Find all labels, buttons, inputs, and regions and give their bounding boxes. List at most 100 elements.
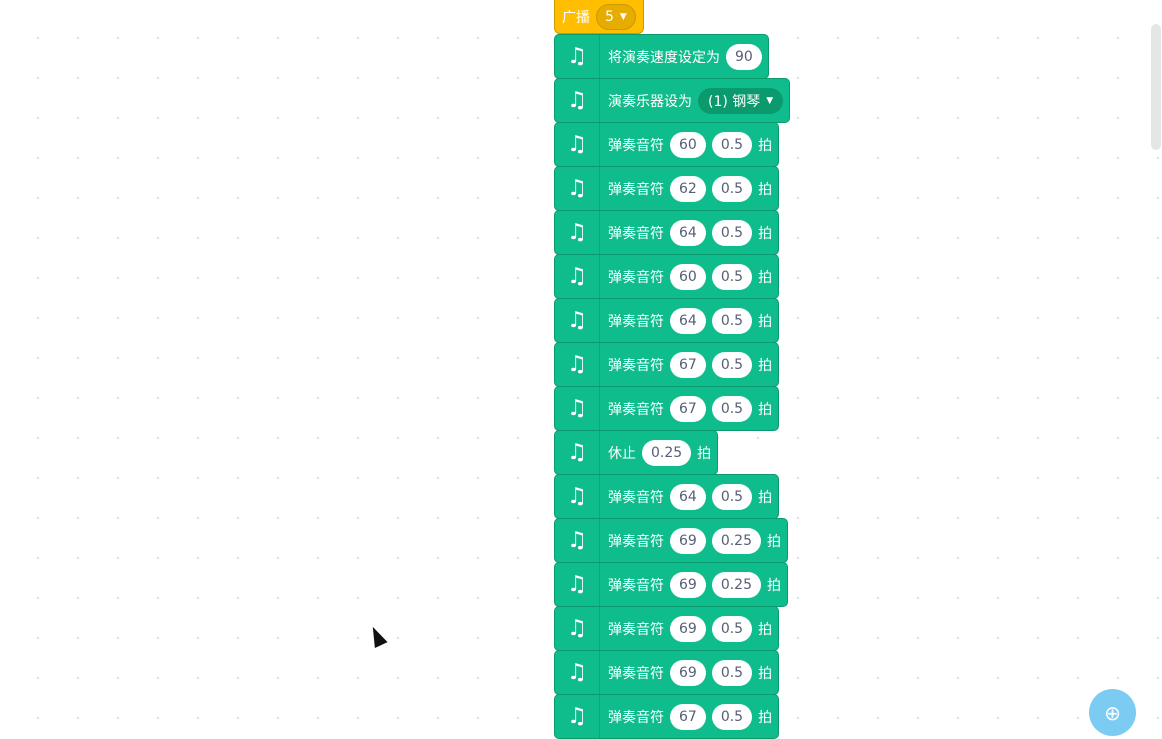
beats-unit-label: 拍 bbox=[758, 665, 773, 682]
music-notes-icon: ♫ bbox=[555, 123, 600, 166]
block-label: 弹奏音符 bbox=[608, 709, 664, 726]
beats-unit-label: 拍 bbox=[758, 489, 773, 506]
instrument-dropdown[interactable]: (1) 钢琴 ▼ bbox=[698, 87, 784, 114]
broadcast-message-value: 5 bbox=[605, 9, 614, 25]
block-label: 将演奏速度设定为 bbox=[608, 49, 720, 66]
block-label: 弹奏音符 bbox=[608, 489, 664, 506]
block-label: 演奏乐器设为 bbox=[608, 93, 692, 110]
tempo-input[interactable]: 90 bbox=[726, 43, 762, 70]
music-notes-icon: ♫ bbox=[555, 695, 600, 738]
note-input[interactable]: 60 bbox=[670, 131, 706, 158]
zoom-in-icon: ⊕ bbox=[1104, 700, 1121, 725]
beats-input[interactable]: 0.25 bbox=[711, 527, 761, 554]
music-notes-icon: ♫ bbox=[555, 35, 600, 78]
beats-input[interactable]: 0.25 bbox=[711, 571, 761, 598]
beats-unit-label: 拍 bbox=[758, 137, 773, 154]
tempo-block[interactable]: ♫ 将演奏速度设定为 90 bbox=[554, 34, 769, 79]
note-input[interactable]: 64 bbox=[670, 483, 706, 510]
note-input[interactable]: 69 bbox=[670, 571, 706, 598]
block-label: 弹奏音符 bbox=[608, 401, 664, 418]
note-input[interactable]: 60 bbox=[670, 263, 706, 290]
caret-down-icon: ▼ bbox=[619, 12, 627, 22]
beats-input[interactable]: 0.5 bbox=[711, 131, 753, 158]
music-notes-icon: ♫ bbox=[555, 299, 600, 342]
instrument-block[interactable]: ♫ 演奏乐器设为 (1) 钢琴 ▼ bbox=[554, 78, 791, 123]
beats-unit-label: 拍 bbox=[758, 313, 773, 330]
note-input[interactable]: 67 bbox=[670, 351, 706, 378]
note-input[interactable]: 69 bbox=[670, 659, 706, 686]
zoom-in-button[interactable]: ⊕ bbox=[1089, 689, 1136, 736]
broadcast-label: 广播 bbox=[562, 10, 590, 26]
beats-input[interactable]: 0.5 bbox=[711, 703, 753, 730]
block-label: 弹奏音符 bbox=[608, 269, 664, 286]
block-label: 休止 bbox=[608, 445, 636, 462]
note-input[interactable]: 69 bbox=[670, 527, 706, 554]
beats-input[interactable]: 0.5 bbox=[711, 659, 753, 686]
beats-input[interactable]: 0.5 bbox=[711, 219, 753, 246]
note-input[interactable]: 67 bbox=[670, 395, 706, 422]
note-input[interactable]: 64 bbox=[670, 219, 706, 246]
broadcast-hat-block[interactable]: 广播 5 ▼ bbox=[554, 0, 644, 34]
block-label: 弹奏音符 bbox=[608, 313, 664, 330]
beats-unit-label: 拍 bbox=[758, 225, 773, 242]
beats-input[interactable]: 0.5 bbox=[711, 615, 753, 642]
instrument-value: (1) 钢琴 bbox=[708, 93, 761, 110]
music-notes-icon: ♫ bbox=[555, 387, 600, 430]
beats-input[interactable]: 0.25 bbox=[642, 439, 692, 466]
caret-down-icon: ▼ bbox=[766, 95, 774, 106]
note-input[interactable]: 62 bbox=[670, 175, 706, 202]
beats-input[interactable]: 0.5 bbox=[711, 307, 753, 334]
beats-unit-label: 拍 bbox=[758, 709, 773, 726]
block-label: 弹奏音符 bbox=[608, 225, 664, 242]
beats-input[interactable]: 0.5 bbox=[711, 263, 753, 290]
beats-unit-label: 拍 bbox=[758, 269, 773, 286]
block-label: 弹奏音符 bbox=[608, 137, 664, 154]
music-notes-icon: ♫ bbox=[555, 343, 600, 386]
note-input[interactable]: 64 bbox=[670, 307, 706, 334]
block-label: 弹奏音符 bbox=[608, 533, 664, 550]
beats-input[interactable]: 0.5 bbox=[711, 483, 753, 510]
music-notes-icon: ♫ bbox=[555, 607, 600, 650]
beats-unit-label: 拍 bbox=[758, 357, 773, 374]
music-notes-icon: ♫ bbox=[555, 255, 600, 298]
music-notes-icon: ♫ bbox=[555, 519, 600, 562]
block-label: 弹奏音符 bbox=[608, 577, 664, 594]
beats-unit-label: 拍 bbox=[697, 445, 712, 462]
music-notes-icon: ♫ bbox=[555, 651, 600, 694]
block-label: 弹奏音符 bbox=[608, 181, 664, 198]
note-input[interactable]: 69 bbox=[670, 615, 706, 642]
beats-input[interactable]: 0.5 bbox=[711, 175, 753, 202]
music-notes-icon: ♫ bbox=[555, 431, 600, 474]
beats-input[interactable]: 0.5 bbox=[711, 351, 753, 378]
music-notes-icon: ♫ bbox=[555, 79, 600, 122]
music-notes-icon: ♫ bbox=[555, 167, 600, 210]
rest-block[interactable]: ♫ 休止 0.25 拍 bbox=[554, 430, 719, 475]
music-notes-icon: ♫ bbox=[555, 475, 600, 518]
note-input[interactable]: 67 bbox=[670, 703, 706, 730]
block-label: 弹奏音符 bbox=[608, 357, 664, 374]
mouse-cursor bbox=[366, 623, 388, 649]
beats-unit-label: 拍 bbox=[758, 181, 773, 198]
broadcast-message-dropdown[interactable]: 5 ▼ bbox=[596, 4, 636, 30]
beats-unit-label: 拍 bbox=[767, 577, 781, 594]
music-notes-icon: ♫ bbox=[555, 563, 600, 606]
music-notes-icon: ♫ bbox=[555, 211, 600, 254]
beats-unit-label: 拍 bbox=[767, 533, 781, 550]
block-label: 弹奏音符 bbox=[608, 665, 664, 682]
beats-input[interactable]: 0.5 bbox=[711, 395, 753, 422]
beats-unit-label: 拍 bbox=[758, 401, 773, 418]
vertical-scrollbar[interactable] bbox=[1151, 24, 1161, 150]
